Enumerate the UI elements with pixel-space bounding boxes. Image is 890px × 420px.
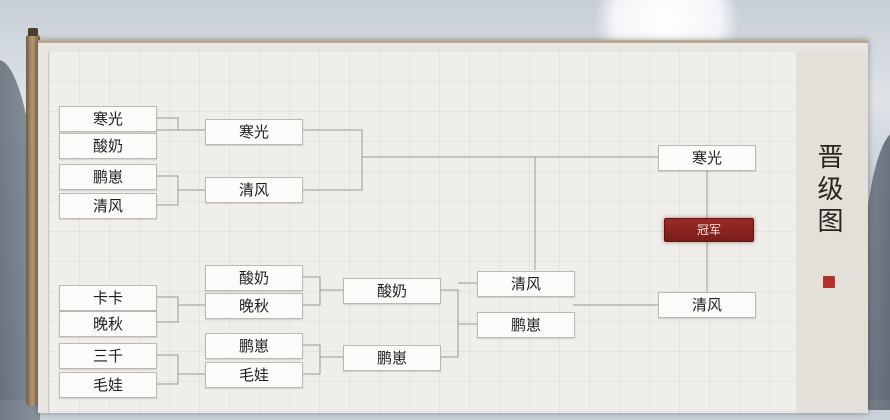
page-title: 晋级图 <box>813 143 843 239</box>
lower-r2-slot-1[interactable]: 酸奶 <box>205 265 303 291</box>
upper-r1-slot-1[interactable]: 寒光 <box>59 106 157 132</box>
connector-lower-r1-b <box>156 354 205 385</box>
lower-r1-slot-3[interactable]: 三千 <box>59 343 157 369</box>
lower-r3-slot-2[interactable]: 鹏崽 <box>343 345 441 371</box>
lower-r4-slot-1[interactable]: 清风 <box>477 271 575 297</box>
connector-lower-r3 <box>439 282 477 358</box>
connector-upper-r1-b <box>156 175 205 206</box>
champion-badge: 冠军 <box>664 218 754 242</box>
final-slot-upper[interactable]: 寒光 <box>658 145 756 171</box>
lower-r4-slot-2[interactable]: 鹏崽 <box>477 312 575 338</box>
lower-r1-slot-2[interactable]: 晚秋 <box>59 311 157 337</box>
connector-upper-r2 <box>301 129 658 191</box>
connector-lower-r2-a <box>301 276 343 306</box>
upper-r2-slot-2[interactable]: 清风 <box>205 177 303 203</box>
upper-r1-slot-4[interactable]: 清风 <box>59 193 157 219</box>
lower-r3-slot-1[interactable]: 酸奶 <box>343 278 441 304</box>
connector-lower-r4 <box>534 157 658 306</box>
lower-r2-slot-4[interactable]: 毛娃 <box>205 362 303 388</box>
connector-lower-r2-b <box>301 344 343 375</box>
connector-upper-r1-a <box>156 117 205 131</box>
lower-r2-slot-2[interactable]: 晚秋 <box>205 293 303 319</box>
connector-lower-r1-a <box>156 296 205 323</box>
lower-r1-slot-1[interactable]: 卡卡 <box>59 285 157 311</box>
upper-r1-slot-3[interactable]: 鹏崽 <box>59 164 157 190</box>
title-strip <box>796 51 868 413</box>
lower-r2-slot-3[interactable]: 鹏崽 <box>205 333 303 359</box>
lower-r1-slot-4[interactable]: 毛娃 <box>59 372 157 398</box>
upper-r1-slot-2[interactable]: 酸奶 <box>59 133 157 159</box>
upper-r2-slot-1[interactable]: 寒光 <box>205 119 303 145</box>
seal-stamp-icon <box>823 276 835 288</box>
final-slot-lower[interactable]: 清风 <box>658 292 756 318</box>
scroll-rod <box>26 28 40 406</box>
bracket-lines <box>156 117 708 385</box>
